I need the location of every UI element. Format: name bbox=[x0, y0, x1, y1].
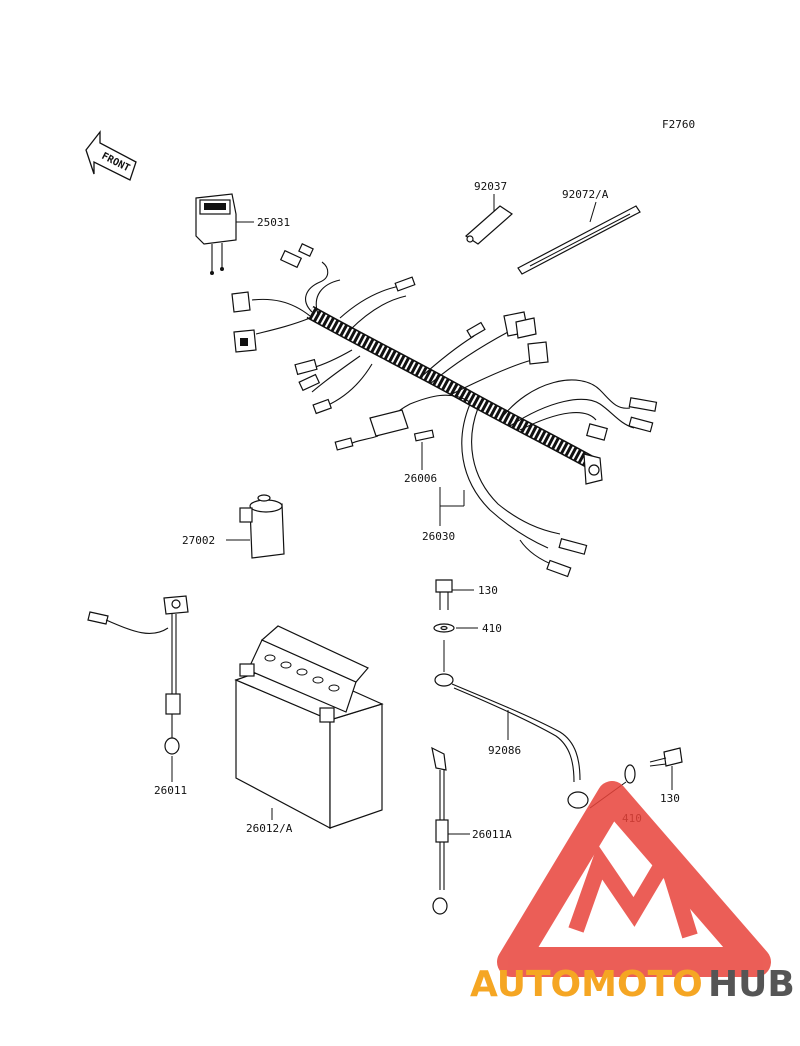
callout-130-right: 130 bbox=[660, 792, 680, 805]
callout-26012a: 26012/A bbox=[246, 822, 293, 835]
wiring-harness-26030 bbox=[231, 243, 658, 578]
callout-26011: 26011 bbox=[154, 784, 187, 797]
fuse-26006: 26006 bbox=[404, 429, 437, 485]
automotohub-logo bbox=[497, 781, 771, 977]
lead-92086: 92086 bbox=[434, 640, 589, 809]
callout-410-top: 410 bbox=[482, 622, 502, 635]
callout-27002: 27002 bbox=[182, 534, 215, 547]
callout-130-top: 130 bbox=[478, 584, 498, 597]
figure-code: F2760 bbox=[662, 118, 695, 131]
battery-26012a: 26012/A bbox=[234, 625, 384, 835]
callout-26006: 26006 bbox=[404, 472, 437, 485]
bolt-130-right: 130 bbox=[649, 747, 683, 805]
callout-92086: 92086 bbox=[488, 744, 521, 757]
hour-meter-25031: 25031 bbox=[195, 193, 290, 275]
lead-26011: 26011 bbox=[87, 595, 189, 797]
clamp-92037: 92037 bbox=[465, 180, 513, 245]
front-arrow-icon: FRONT bbox=[85, 130, 137, 181]
bolt-130-top: 130 bbox=[435, 579, 498, 610]
automotohub-wordmark: AUTOMOTO HUB bbox=[470, 964, 795, 1005]
callout-bracket-26030: 26030 bbox=[422, 487, 465, 543]
relay-27002: 27002 bbox=[182, 494, 285, 559]
watermark-part2: HUB bbox=[708, 964, 795, 1005]
lead-26011a: 26011A bbox=[431, 746, 512, 915]
washer-410-top: 410 bbox=[433, 622, 502, 635]
callout-26030: 26030 bbox=[422, 530, 455, 543]
callout-25031: 25031 bbox=[257, 216, 290, 229]
band-92072a: 92072/A bbox=[517, 188, 641, 275]
callout-26011a: 26011A bbox=[472, 828, 512, 841]
watermark-part1: AUTOMOTO bbox=[470, 964, 703, 1005]
callout-92037: 92037 bbox=[474, 180, 507, 193]
callout-92072a: 92072/A bbox=[562, 188, 609, 201]
